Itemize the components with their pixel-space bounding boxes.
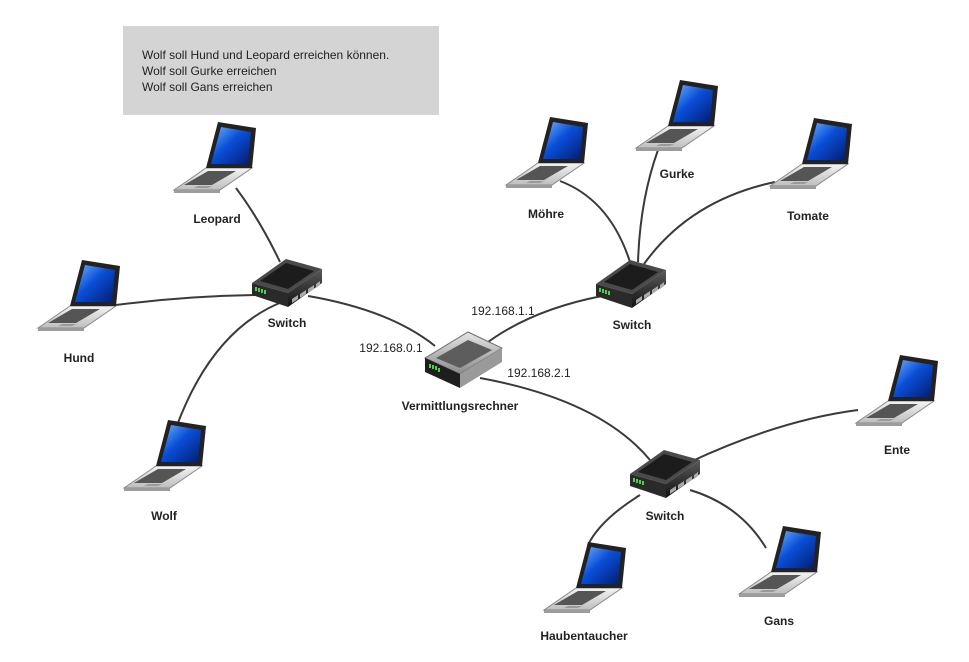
cable-moehre-switch <box>559 180 631 263</box>
laptop-icon[interactable] <box>769 117 853 190</box>
host-label-wolf: Wolf <box>151 509 178 523</box>
cable-switch-router-left <box>307 295 436 347</box>
host-label-moehre: Möhre <box>528 207 564 221</box>
laptop-icon[interactable] <box>505 116 589 189</box>
laptop-icon[interactable] <box>738 525 822 598</box>
note-line: Wolf soll Gurke erreichen <box>142 64 277 78</box>
laptop-icon[interactable] <box>543 541 627 614</box>
switch-label-bottom: Switch <box>646 509 685 523</box>
cable-router-switch-bottom <box>479 377 651 461</box>
host-label-gurke: Gurke <box>660 167 695 181</box>
ip-label-left: 192.168.0.1 <box>359 341 423 355</box>
laptop-icon[interactable] <box>37 259 121 332</box>
switch-icon[interactable] <box>630 450 700 498</box>
cable-hund-switch <box>115 294 257 306</box>
cable-switch-haubentaucher <box>587 494 641 546</box>
cable-switch-gans <box>689 489 767 549</box>
cable-tomate-switch <box>643 181 776 265</box>
switch-label-right: Switch <box>613 318 652 332</box>
cable-wolf-switch <box>175 301 283 429</box>
switch-label-left: Switch <box>268 316 307 330</box>
laptop-icon[interactable] <box>855 354 939 427</box>
switch-icon[interactable] <box>596 260 666 308</box>
note-line: Wolf soll Gans erreichen <box>142 80 273 94</box>
host-label-gans: Gans <box>764 614 794 628</box>
ip-label-top-right: 192.168.1.1 <box>471 304 535 318</box>
laptop-icon[interactable] <box>173 121 257 194</box>
cable-router-switch-right <box>483 295 603 346</box>
laptop-icon[interactable] <box>123 419 207 492</box>
note-box: Wolf soll Hund und Leopard erreichen kön… <box>123 26 439 115</box>
ip-label-bottom-right: 192.168.2.1 <box>507 366 571 380</box>
host-label-leopard: Leopard <box>193 212 240 226</box>
host-label-hund: Hund <box>64 351 95 365</box>
cable-switch-ente <box>689 409 859 463</box>
laptop-icon[interactable] <box>635 79 719 152</box>
host-label-ente: Ente <box>884 443 910 457</box>
switch-icon[interactable] <box>252 259 322 307</box>
router-label: Vermittlungsrechner <box>402 399 519 413</box>
host-label-tomate: Tomate <box>787 209 829 223</box>
note-line: Wolf soll Hund und Leopard erreichen kön… <box>142 48 390 62</box>
cables <box>115 149 859 549</box>
cable-leopard-switch <box>235 187 281 263</box>
host-label-haubentaucher: Haubentaucher <box>540 629 628 643</box>
cable-gurke-switch <box>637 149 659 263</box>
